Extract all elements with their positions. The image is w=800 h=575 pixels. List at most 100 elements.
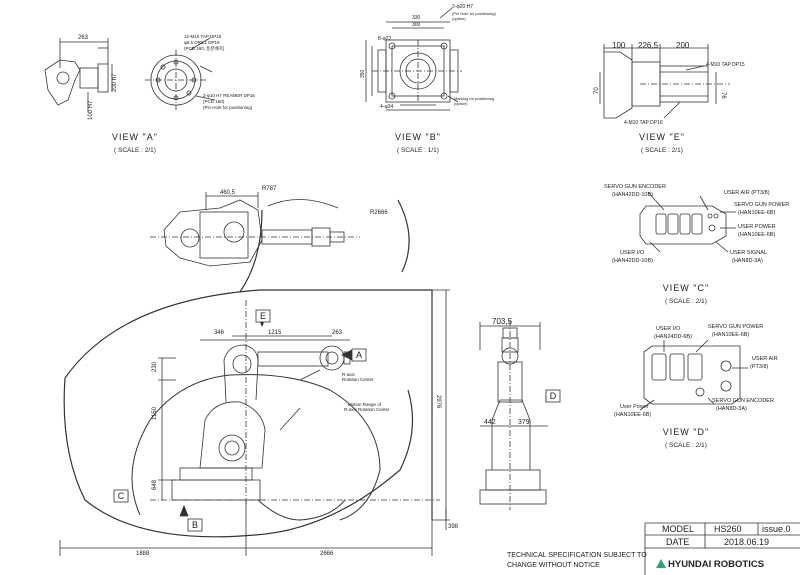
view-a-note: 12-M10 TAP DP16 <box>184 34 222 39</box>
top-view-drawing <box>150 192 410 293</box>
view-d-label: (HAN10EE-6B) <box>712 332 749 338</box>
view-c-label: (HAN8D-3A) <box>732 258 763 264</box>
view-c-label: USER AIR (PT3/8) <box>724 190 770 196</box>
view-c-scale: ( SCALE : 2/1) <box>665 298 707 305</box>
view-b-dim: 350 <box>360 69 366 78</box>
view-e-drawing <box>599 44 730 119</box>
view-d-title: VIEW "D" <box>663 427 709 437</box>
front-view-dim: 442 <box>484 419 496 426</box>
side-view-label: Rotation Center <box>342 377 374 382</box>
view-b-drawing <box>365 7 462 111</box>
view-d-scale: ( SCALE : 2/1) <box>665 442 707 449</box>
view-e-note: 4-M10 TAP DP15 <box>706 62 745 68</box>
view-b-dim: 2-φ20 H7 <box>452 4 473 10</box>
side-view-dim: 1888 <box>136 551 150 557</box>
marker-d: D <box>550 391 557 401</box>
view-d-drawing <box>639 339 748 411</box>
hyundai-logo: HYUNDAI ROBOTICS <box>656 559 764 570</box>
view-e-scale: ( SCALE : 2/1) <box>641 147 683 154</box>
view-e-annotations: 100 226,5 200 70 76 4-M10 TAP DP15 4-M10… <box>594 41 745 126</box>
footer-note-line2: CHANGE WITHOUT NOTICE <box>507 562 600 569</box>
view-d-annotations: USER I/O (HAN24DD-6B) SERVO GUN POWER (H… <box>614 324 778 418</box>
view-a-dim: 200 h7 <box>112 73 118 92</box>
view-b-note: (option) <box>452 16 466 21</box>
top-view-dim: R787 <box>262 186 277 192</box>
front-view-dim: 379 <box>518 419 530 426</box>
front-view-dim: 703,5 <box>492 317 513 326</box>
view-c-label: (HAN10EE-6B) <box>738 232 775 238</box>
issue-value: issue.0 <box>762 524 791 534</box>
side-view-dim: 2976 <box>435 395 441 409</box>
view-c-label: (HAN10EE-6B) <box>738 210 775 216</box>
view-a-scale: ( SCALE : 2/1) <box>114 147 156 154</box>
side-view-dim: 263 <box>332 330 343 336</box>
front-view-drawing <box>479 320 557 510</box>
view-b-dim: 8-φ22 <box>378 36 391 42</box>
marker-c: C <box>118 491 125 501</box>
view-d-label: (HAN10EE-6B) <box>614 412 651 418</box>
hyundai-logo-mark <box>656 559 666 568</box>
view-markers <box>113 309 561 532</box>
view-d-label: USER AIR <box>752 356 778 362</box>
view-d-label: User Power <box>620 404 649 410</box>
marker-b: B <box>192 520 198 530</box>
view-b-note: (option) <box>454 101 468 106</box>
view-b-dim: 4-φ24 <box>380 104 393 110</box>
view-a-title: VIEW "A" <box>112 132 158 142</box>
view-c-label: (HAN42DD-10B) <box>612 258 653 264</box>
view-a-note: (PCD 180, 등분배치) <box>184 45 225 52</box>
front-view-annotations: 703,5 442 379 <box>484 317 530 426</box>
view-c-label: (HAN42DD-10B) <box>612 192 653 198</box>
side-view-dim: 346 <box>214 330 225 336</box>
view-b-note: (Pin Hole for positioning) <box>452 11 496 16</box>
view-a-note: (Pin Hole for positioning) <box>203 105 253 110</box>
side-view-label: Motion Range of <box>348 402 382 407</box>
view-a-annotations: 263 200 h7 100 H7 12-M10 TAP DP16 φ8.5 D… <box>78 34 255 120</box>
view-e-dim: 100 <box>612 41 626 50</box>
view-d-label: USER I/O <box>656 326 681 332</box>
marker-a: A <box>356 350 362 360</box>
side-view-dim: 1215 <box>268 330 282 336</box>
side-view-drawing <box>59 289 450 556</box>
side-view-dim: 398 <box>448 524 459 530</box>
view-b-title: VIEW "B" <box>395 132 441 142</box>
side-view-dim: 230 <box>152 361 158 372</box>
view-c-label: USER SIGNAL <box>730 250 767 256</box>
view-a-dim: 100 H7 <box>88 100 94 120</box>
view-d-label: (HAN8D-3A) <box>716 406 747 412</box>
footer-note: TECHNICAL SPECIFICATION SUBJECT TO CHANG… <box>507 552 647 569</box>
view-c-annotations: SERVO GUN ENCODER (HAN42DD-10B) USER AIR… <box>604 184 789 264</box>
view-b-note: Marking for positioning <box>454 96 494 101</box>
side-view-label: R-axis <box>342 372 356 377</box>
view-c-drawing <box>639 191 736 253</box>
view-c-title: VIEW "C" <box>663 283 709 293</box>
view-c-label: SERVO GUN ENCODER <box>604 184 666 190</box>
footer-note-line1: TECHNICAL SPECIFICATION SUBJECT TO <box>507 552 647 559</box>
top-view-dim: R2666 <box>370 210 388 216</box>
date-label: DATE <box>666 537 689 547</box>
view-b-annotations: 330 300 350 8-φ22 2-φ20 H7 4-φ24 (Pin Ho… <box>360 4 496 110</box>
date-value: 2018.06.19 <box>724 537 769 547</box>
view-c-label: USER POWER <box>738 224 776 230</box>
view-b-dim: 330 <box>412 15 421 21</box>
side-view-label: R-axis Rotation Center <box>344 407 390 412</box>
marker-e: E <box>260 311 266 321</box>
view-e-dim: 200 <box>676 41 690 50</box>
model-value: HS260 <box>714 524 742 534</box>
view-c-label: SERVO GUN POWER <box>734 202 789 208</box>
view-b-scale: ( SCALE : 1/1) <box>397 147 439 154</box>
side-view-dim: 1150 <box>152 406 158 420</box>
view-d-label: (HAN24DD-6B) <box>654 334 692 340</box>
view-c-label: USER I/O <box>620 250 645 256</box>
view-a-dim: 263 <box>78 35 89 41</box>
view-a-drawing <box>44 37 216 112</box>
title-block-frame <box>644 522 800 575</box>
view-b-dim: 300 <box>412 22 421 28</box>
title-block: MODEL HS260 issue.0 DATE 2018.06.19 <box>662 524 791 547</box>
company-name: HYUNDAI ROBOTICS <box>668 559 764 570</box>
view-d-label: (PT3/8) <box>750 364 769 370</box>
top-view-annotations: 460,5 R787 R2666 <box>220 186 388 216</box>
view-e-dim: 70 <box>594 87 600 94</box>
view-e-note: 4-M10 TAP DP16 <box>624 120 663 126</box>
